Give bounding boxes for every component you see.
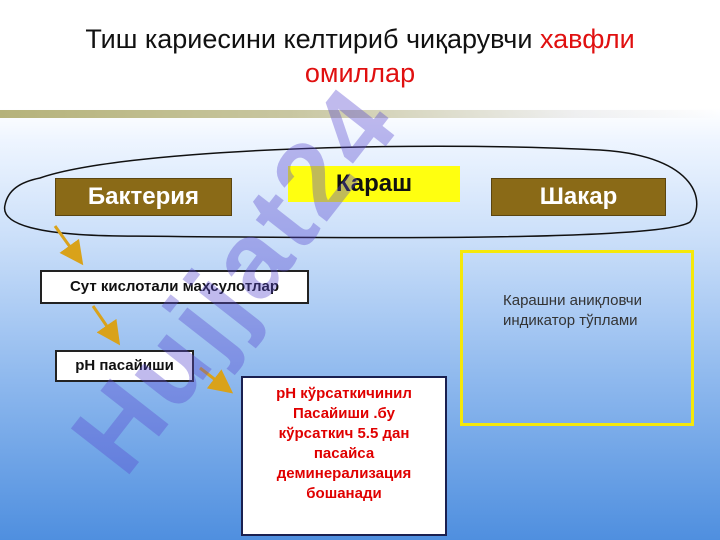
result-line: Пасайиши .бу [293, 405, 395, 422]
factor-sugar: Шакар [491, 178, 666, 216]
title-highlight-2: омиллар [304, 58, 416, 88]
result-line: pH кўрсаткичинил [276, 385, 412, 402]
result-line: деминерализация [276, 465, 412, 482]
flow-result-box: pH кўрсаткичинил Пасайиши .бу кўрсаткич … [241, 376, 447, 536]
arrow-1 [53, 225, 84, 266]
title-text: Тиш кариесини келтириб чиқарувчи [85, 24, 533, 54]
indicator-box: Карашни аниқловчи индикатор тўплами [460, 250, 694, 426]
result-line: кўрсаткич 5.5 дан [278, 425, 410, 442]
factor-karash: Караш [288, 166, 460, 202]
flow-step-lactic-products: Сут кислотали маҳсулотлар [40, 270, 309, 304]
title-divider [0, 110, 720, 118]
result-line: пасайса [313, 445, 375, 462]
indicator-line: индикатор тўплами [503, 312, 638, 329]
slide-title: Тиш кариесини келтириб чиқарувчи хавфли … [40, 22, 680, 90]
arrow-2 [91, 305, 121, 346]
flow-step-ph-drop: pH пасайиши [55, 350, 194, 382]
factor-bacteria: Бактерия [55, 178, 232, 216]
result-line: бошанади [306, 485, 382, 502]
indicator-line: Карашни аниқловчи [503, 292, 642, 309]
arrow-3 [199, 366, 234, 394]
title-highlight-1: хавфли [539, 24, 635, 54]
